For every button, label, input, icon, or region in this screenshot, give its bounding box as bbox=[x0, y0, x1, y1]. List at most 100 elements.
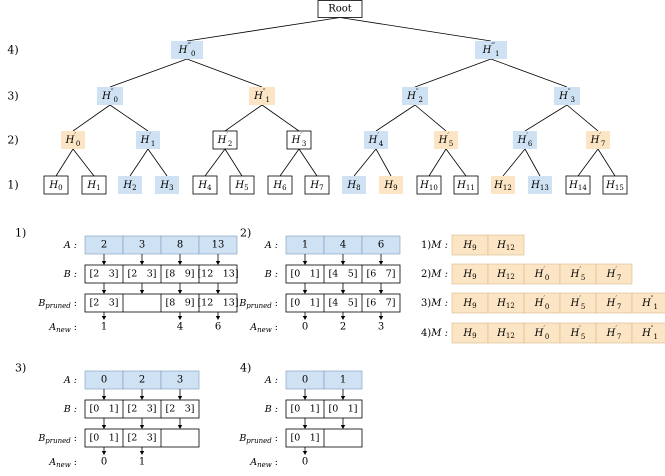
step-1-Anew-value-0: 0 bbox=[302, 322, 308, 333]
level4-node-label-1: H‴1 bbox=[482, 42, 500, 58]
step-3-B-pair-1: [0 1] bbox=[328, 404, 357, 415]
edge-l2-l1-7 bbox=[298, 148, 318, 177]
step-1-B-arrow-1 bbox=[340, 283, 346, 294]
step-0-Bpruned-pair-3: [12 13] bbox=[197, 298, 238, 309]
tree-level-label-3: 1) bbox=[7, 179, 18, 192]
step-3-row-label-Bpruned: Bpruned : bbox=[238, 433, 278, 446]
step-3-A-arrow-0 bbox=[302, 389, 308, 400]
level1-node-label-12: H12 bbox=[493, 180, 512, 193]
level1-node-label-15: H15 bbox=[605, 180, 624, 193]
step-1-Anew-value-1: 2 bbox=[340, 322, 346, 333]
step-1-Anew-value-2: 3 bbox=[378, 322, 384, 333]
memory-row-1-item-0: H9 bbox=[462, 269, 476, 282]
level1-node-label-2: H2 bbox=[122, 180, 136, 193]
level1-node-6 bbox=[267, 175, 293, 195]
step-3-row-label-A: A : bbox=[264, 375, 278, 386]
root-node-label: Root bbox=[328, 4, 352, 15]
memory-row-0-item-1: H12 bbox=[496, 240, 515, 253]
edge-l3-l2-6 bbox=[524, 104, 568, 132]
step-3-B-pair-0: [0 1] bbox=[290, 404, 319, 415]
edge-l2-l1-9 bbox=[375, 148, 392, 177]
level2-node-5 bbox=[434, 131, 458, 149]
memory-row-label-1: 2)M : bbox=[421, 269, 448, 280]
step-1-A-value-2: 6 bbox=[378, 240, 384, 251]
step-1-A-arrow-2 bbox=[378, 254, 384, 265]
edge-l4-l3-0 bbox=[109, 58, 188, 88]
edge-l2-l1-3 bbox=[147, 148, 168, 177]
memory-row-label-2: 3)M : bbox=[421, 298, 448, 309]
step-2-Anew-value-1: 1 bbox=[139, 457, 145, 468]
step-1-B-pair-0: [0 1] bbox=[290, 269, 319, 280]
edge-l4-l3-2 bbox=[414, 58, 492, 88]
step-1-Bpruned-pair-2: [6 7] bbox=[366, 298, 395, 309]
step-1-row-label-B: B : bbox=[264, 269, 278, 280]
step-1-label: 2) bbox=[240, 227, 251, 240]
step-3-A-value-0: 0 bbox=[302, 375, 308, 386]
step-1-Bpruned-arrow-2 bbox=[378, 312, 384, 320]
step-2-A-value-0: 0 bbox=[101, 375, 107, 386]
level4-node-0 bbox=[171, 41, 203, 59]
level1-node-label-7: H7 bbox=[309, 180, 323, 193]
level2-node-4 bbox=[364, 131, 388, 149]
step-0-A-arrow-2 bbox=[177, 254, 183, 265]
memory-row-2-item-4: H′7 bbox=[606, 295, 622, 311]
step-1-A-value-1: 4 bbox=[340, 240, 346, 251]
level1-node-14 bbox=[565, 175, 591, 195]
level2-node-label-2: H′2 bbox=[217, 132, 233, 148]
level1-node-13 bbox=[528, 176, 552, 194]
step-2-A-value-1: 2 bbox=[139, 375, 145, 386]
step-1-B-pair-1: [4 5] bbox=[328, 269, 357, 280]
level1-node-4 bbox=[192, 175, 218, 195]
step-0-B-arrow-2 bbox=[177, 283, 183, 294]
step-0-Anew-value-0: 1 bbox=[101, 322, 107, 333]
level2-node-1 bbox=[136, 131, 160, 149]
step-3-label: 4) bbox=[240, 362, 251, 375]
memory-row-1-item-1: H12 bbox=[496, 269, 515, 282]
memory-row-1-cell-4 bbox=[595, 263, 633, 285]
step-2-Bpruned-arrow-1 bbox=[139, 447, 145, 455]
level1-node-label-8: H8 bbox=[346, 180, 360, 193]
step-0-A-value-0: 2 bbox=[101, 240, 107, 251]
level3-node-label-1: H″1 bbox=[253, 88, 270, 104]
level1-node-label-13: H13 bbox=[530, 180, 549, 193]
step-0-B-pair-1: [2 3] bbox=[127, 269, 156, 280]
level2-node-label-5: H′5 bbox=[438, 132, 454, 148]
step-1-A-value-0: 1 bbox=[302, 240, 308, 251]
tree-level-label-1: 3) bbox=[7, 90, 18, 103]
step-2-B-arrow-1 bbox=[139, 418, 145, 429]
level1-node-label-5: H5 bbox=[234, 180, 248, 193]
step-0-A-arrow-3 bbox=[215, 254, 221, 265]
edge-l2-l1-11 bbox=[445, 148, 467, 177]
level2-node-label-3: H′3 bbox=[291, 132, 307, 148]
step-0-row-label-A: A : bbox=[63, 240, 77, 251]
level2-node-7 bbox=[586, 131, 610, 149]
level2-node-label-1: H′1 bbox=[140, 132, 156, 148]
memory-row-3-cell-5 bbox=[631, 322, 665, 344]
memory-row-3-item-0: H9 bbox=[462, 328, 476, 341]
step-1-Bpruned-pair-0: [0 1] bbox=[290, 298, 319, 309]
step-1-row-label-Anew: Anew : bbox=[249, 322, 278, 335]
tree-level-label-0: 4) bbox=[7, 44, 18, 57]
root-node bbox=[317, 0, 363, 18]
memory-row-2-item-2: H′0 bbox=[534, 295, 550, 311]
edge-l2-l1-14 bbox=[577, 148, 599, 177]
step-2-row-label-Anew: Anew : bbox=[48, 457, 77, 470]
level1-node-11 bbox=[453, 175, 479, 195]
step-0-Bpruned-pair-2: [8 9] bbox=[165, 298, 194, 309]
level1-node-label-1: H1 bbox=[86, 180, 100, 193]
step-1-A-arrow-1 bbox=[340, 254, 346, 265]
memory-row-0-cell-1 bbox=[487, 234, 525, 256]
step-1-B-pair-2: [6 7] bbox=[366, 269, 395, 280]
edge-l2-l1-5 bbox=[224, 148, 243, 177]
step-0-B-pair-0: [2 3] bbox=[89, 269, 118, 280]
level1-node-label-3: H3 bbox=[159, 180, 173, 193]
level2-node-label-0: H′0 bbox=[65, 132, 81, 148]
level2-node-label-7: H′7 bbox=[590, 132, 606, 148]
level4-node-label-0: H‴0 bbox=[178, 42, 196, 58]
step-2-B-pair-0: [0 1] bbox=[89, 404, 118, 415]
level3-node-label-2: H″2 bbox=[406, 88, 423, 104]
memory-row-3-item-3: H′5 bbox=[570, 325, 586, 341]
level1-node-label-9: H9 bbox=[383, 180, 397, 193]
